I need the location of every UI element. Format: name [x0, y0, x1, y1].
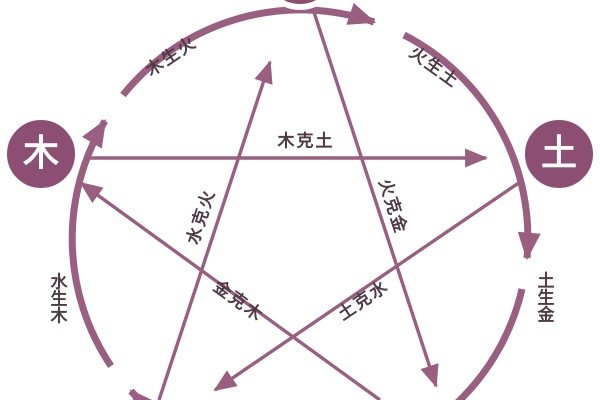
- earth-node-circle: [519, 114, 599, 194]
- generating-arc-wood-to-fire: [120, 2, 377, 98]
- label-wood-overcomes-earth: 木克土: [277, 131, 335, 152]
- fire-node-circle: [273, 0, 327, 10]
- overcoming-arrow-earth-to-water: [213, 178, 524, 392]
- generating-arc-water-to-wood: [68, 119, 114, 368]
- overcoming-arrow-metal-to-wood: [79, 181, 381, 400]
- wood-node-circle: [1, 114, 81, 194]
- wood-node-label: 木: [22, 133, 60, 174]
- overcoming-arrow-fire-to-metal: [308, 0, 439, 388]
- earth-node-label: 土: [540, 133, 578, 174]
- label-water-generates-wood: 水生木: [46, 272, 67, 324]
- label-earth-generates-metal: 土生金: [533, 271, 554, 323]
- overcoming-arrow-water-to-fire: [157, 60, 273, 400]
- generating-arc-fire-to-earth: [402, 31, 541, 261]
- generating-arc-earth-to-metal: [454, 288, 526, 400]
